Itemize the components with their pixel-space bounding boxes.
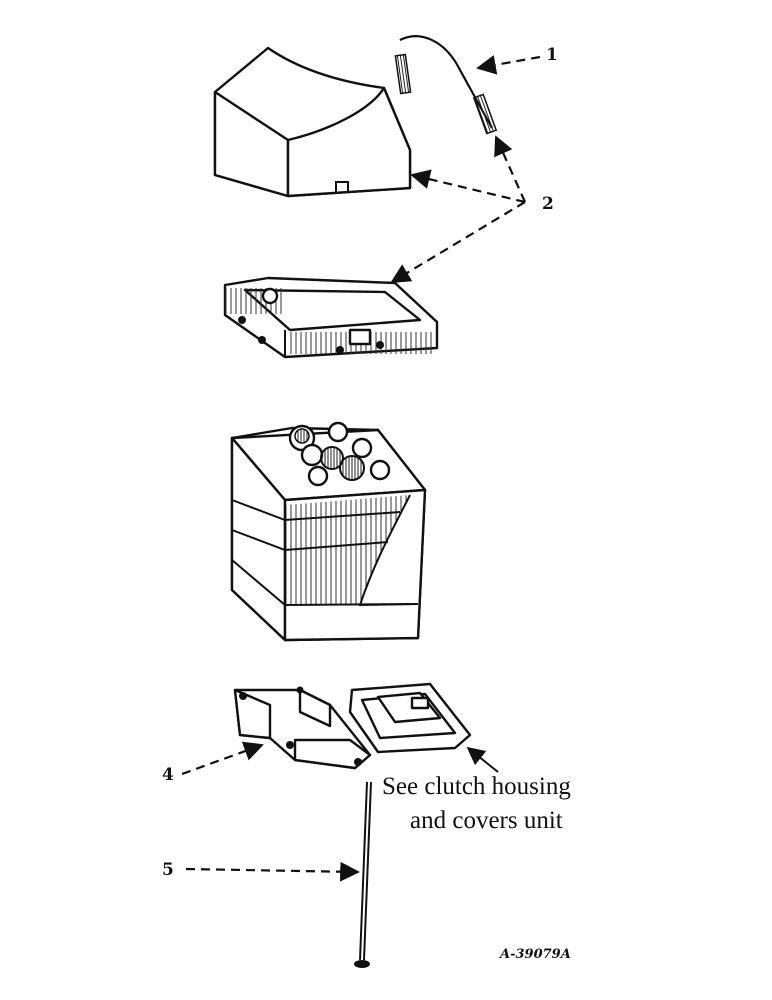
battery-part xyxy=(230,421,427,642)
strap-part xyxy=(394,35,498,135)
arrow-icon xyxy=(410,169,526,204)
reference-note-line1: See clutch housing xyxy=(382,773,571,800)
arrow-icon xyxy=(466,746,499,773)
leader-lines xyxy=(181,55,541,882)
arrow-icon xyxy=(181,741,264,776)
arrow-icon xyxy=(390,201,526,284)
reference-note-line2: and covers unit xyxy=(410,807,563,834)
callout-1: 1 xyxy=(546,45,558,65)
figure-id: A-39079A xyxy=(498,947,571,962)
hold-down-bolt-part xyxy=(354,781,372,968)
battery-cover-part xyxy=(213,46,412,198)
callout-2: 2 xyxy=(542,194,554,214)
carrier-bracket-part xyxy=(233,686,372,770)
arrow-icon xyxy=(476,55,541,75)
arrow-icon xyxy=(185,861,360,882)
hold-down-frame-part xyxy=(223,276,439,359)
callout-5: 5 xyxy=(162,860,174,880)
clutch-cover-part xyxy=(348,682,472,754)
callout-4: 4 xyxy=(162,765,174,785)
arrow-icon xyxy=(494,135,527,203)
